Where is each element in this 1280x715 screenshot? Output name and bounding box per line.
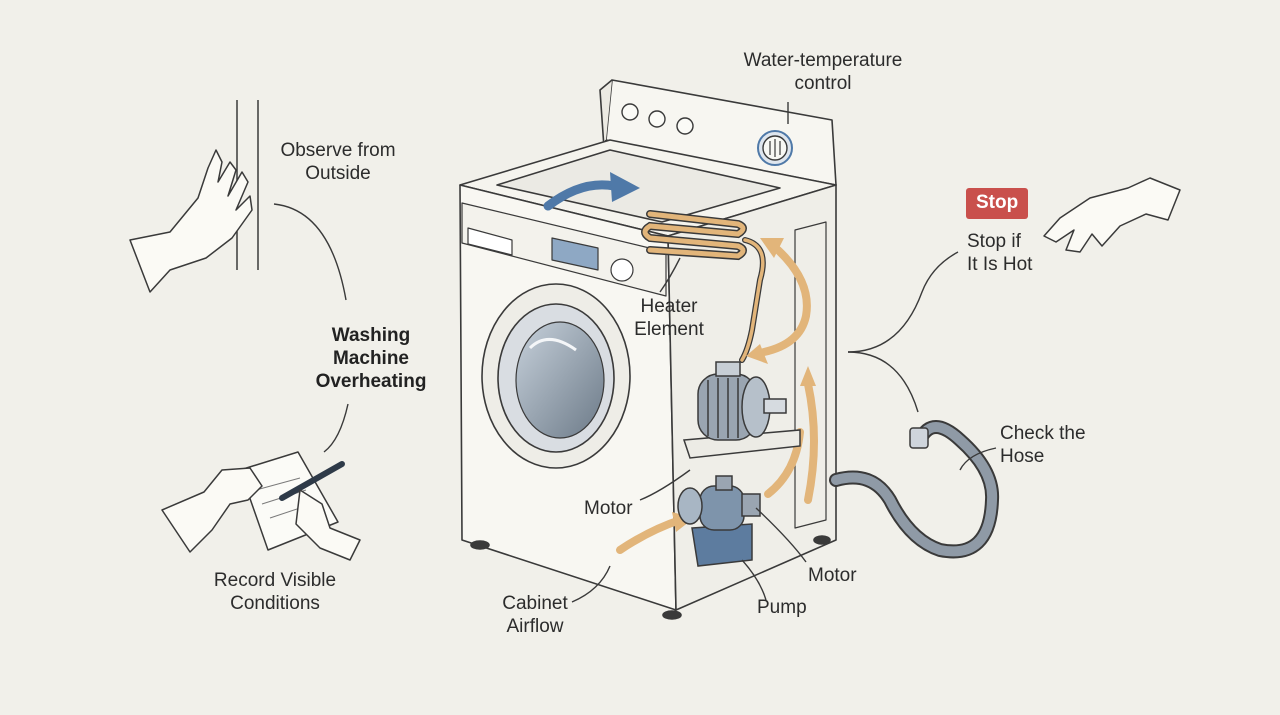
label-stop-if-hot: Stop if It Is Hot <box>967 230 1032 276</box>
label-record-line-2: Conditions <box>230 593 320 614</box>
hands-writing <box>161 451 361 561</box>
heater-element <box>641 210 766 363</box>
label-stop-line-2: It Is Hot <box>967 254 1033 275</box>
title-line-1: Washing <box>331 325 411 346</box>
label-observe-line-2: Outside <box>305 163 371 184</box>
title-line-3: Overheating <box>315 371 427 392</box>
label-water-temperature: Water-temperature control <box>718 49 928 95</box>
label-observe-line-1: Observe from <box>280 140 396 161</box>
label-heater-line-2: Element <box>634 319 704 340</box>
hand-stop <box>1043 177 1181 253</box>
label-pump: Pump <box>757 597 807 618</box>
label-record: Record Visible Conditions <box>190 569 360 615</box>
label-cabinet-airflow: Cabinet Airflow <box>480 592 590 638</box>
label-heater-line-1: Heater <box>640 296 698 317</box>
label-hose-line-2: Hose <box>1000 446 1045 467</box>
drain-hose <box>829 420 1000 559</box>
label-hose-line-1: Check the <box>1000 423 1086 444</box>
label-record-line-1: Record Visible <box>213 570 337 591</box>
label-motor-upper: Motor <box>584 498 633 519</box>
label-water-temperature-line-1: Water-temperature <box>743 50 903 71</box>
washer-door <box>481 283 631 469</box>
hand-on-wall <box>129 100 259 293</box>
pump-assembly <box>677 475 761 567</box>
title-line-2: Machine <box>332 348 410 369</box>
motor-upper <box>682 361 801 459</box>
label-motor-lower: Motor <box>808 565 857 586</box>
water-temperature-dial <box>757 130 793 166</box>
diagram-title: Washing Machine Overheating <box>296 324 446 393</box>
label-heater-element: Heater Element <box>614 295 724 341</box>
water-flow-arrow <box>543 172 640 211</box>
label-stop-line-1: Stop if <box>967 231 1021 252</box>
console-knobs <box>621 103 694 135</box>
label-airflow-line-1: Cabinet <box>502 593 568 614</box>
stop-badge: Stop <box>966 188 1029 219</box>
connector-lines <box>273 102 997 603</box>
label-check-hose: Check the Hose <box>1000 422 1086 468</box>
label-observe: Observe from Outside <box>256 139 420 185</box>
label-water-temperature-line-2: control <box>794 73 852 94</box>
label-airflow-line-2: Airflow <box>506 616 564 637</box>
